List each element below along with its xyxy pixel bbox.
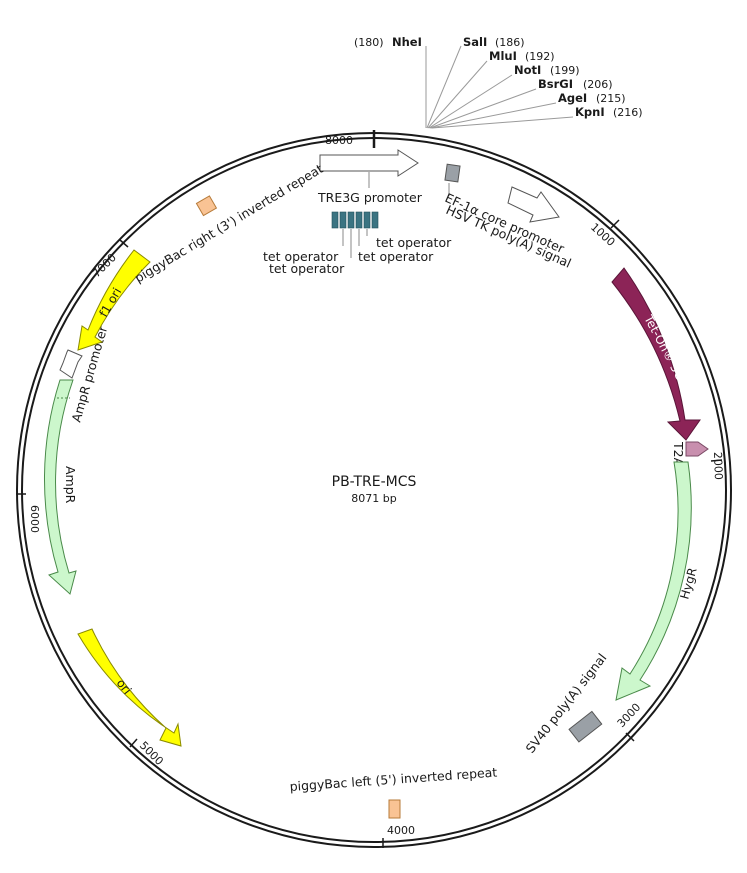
tick-mark-5000 xyxy=(129,738,138,748)
ampr-promoter-arrow[interactable] xyxy=(59,349,83,379)
tre3g-promoter-label: TRE3G promoter xyxy=(317,190,423,205)
tick-label-7000: 7000 xyxy=(90,251,119,280)
backbone-outer-ring xyxy=(16,132,732,848)
ef1a-promoter-arrow[interactable] xyxy=(507,186,560,223)
piggybac-left-box[interactable] xyxy=(388,799,401,819)
piggybac-right-box[interactable] xyxy=(195,195,218,217)
tick-label-6000: 6000 xyxy=(28,505,41,533)
site-nhei-pos: (180) xyxy=(354,36,384,49)
tet-on-3g-arrow[interactable] xyxy=(611,267,701,441)
site-kpni-pos: (216) xyxy=(613,106,643,119)
f1-ori-arrow[interactable] xyxy=(77,249,151,351)
plasmid-size: 8071 bp xyxy=(351,492,396,505)
ampr-arrow[interactable] xyxy=(44,379,77,595)
site-noti-pos: (199) xyxy=(550,64,580,77)
plasmid-name: PB-TRE-MCS xyxy=(332,474,417,490)
site-sali-pos: (186) xyxy=(495,36,525,49)
site-mlui-pos: (192) xyxy=(525,50,555,63)
sv40-polya-box[interactable] xyxy=(568,710,603,743)
tet-operator-label-4: tet operator xyxy=(358,249,434,264)
tet-operator-label-1: tet operator xyxy=(263,249,339,264)
tick-label-2000: 2000 xyxy=(711,452,725,480)
site-kpni-name: KpnI xyxy=(575,105,605,119)
hygr-arrow[interactable] xyxy=(615,461,692,701)
tick-label-4000: 4000 xyxy=(387,824,415,837)
sv40-polya-label: SV40 poly(A) signal xyxy=(523,650,610,755)
site-nhei: (180) NheI xyxy=(354,35,422,49)
ampr-label: AmpR xyxy=(63,466,78,504)
piggybac-left-label: piggyBac left (5') inverted repeat xyxy=(289,765,498,794)
tick-label-3000: 3000 xyxy=(615,701,644,730)
site-sali-name: SalI xyxy=(463,35,487,49)
tick-label-8000: 8000 xyxy=(325,134,353,147)
site-nhei-name: NheI xyxy=(392,35,422,49)
site-mlui: MluI (192) xyxy=(489,49,555,63)
site-sali: SalI (186) xyxy=(463,35,525,49)
tre3g-promoter-arrow[interactable] xyxy=(319,149,419,177)
site-kpni: KpnI (216) xyxy=(575,105,643,119)
tet-operator-label-2: tet operator xyxy=(269,261,345,276)
site-agei-pos: (215) xyxy=(596,92,626,105)
tick-mark-3000 xyxy=(625,732,635,742)
hsv-tk-polya-box[interactable] xyxy=(444,163,461,183)
site-bsrgi-pos: (206) xyxy=(583,78,613,91)
tick-mark-7000 xyxy=(119,239,129,248)
tick-mark-2000 xyxy=(710,459,723,462)
ori-arrow[interactable] xyxy=(77,628,182,747)
site-bsrgi-name: BsrGI xyxy=(538,77,573,91)
t2a-label: T2A xyxy=(671,441,686,467)
site-noti-name: NotI xyxy=(514,63,541,77)
site-agei-name: AgeI xyxy=(558,91,587,105)
tet-operator-block[interactable] xyxy=(331,211,379,229)
site-agei: AgeI (215) xyxy=(558,91,626,105)
tet-operator-label-3: tet operator xyxy=(376,235,452,250)
site-bsrgi: BsrGI (206) xyxy=(538,77,613,91)
site-noti: NotI (199) xyxy=(514,63,580,77)
tick-mark-1000 xyxy=(610,219,620,229)
t2a-arrow[interactable] xyxy=(685,441,709,457)
site-mlui-name: MluI xyxy=(489,49,517,63)
backbone-inner-ring xyxy=(21,137,727,843)
tet-operator-leaders xyxy=(342,229,368,258)
site-leader-lines xyxy=(425,45,574,129)
